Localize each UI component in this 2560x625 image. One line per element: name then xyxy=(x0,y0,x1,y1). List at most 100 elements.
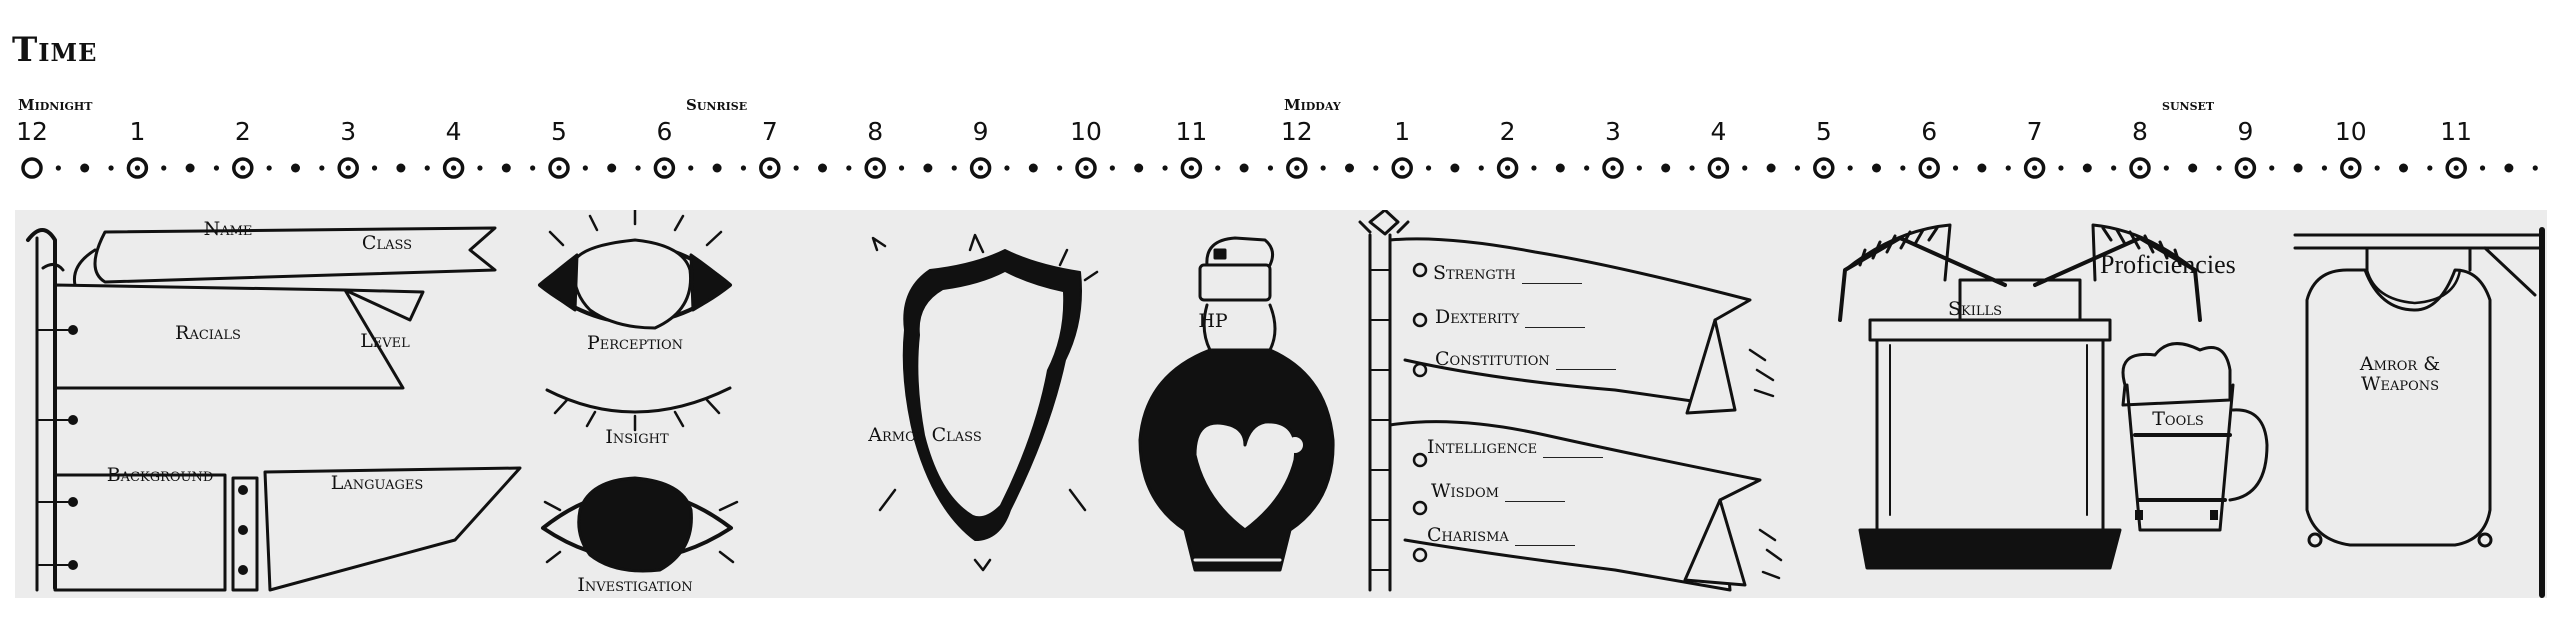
half-hour-dot xyxy=(1555,163,1565,173)
quarter-hour-dot xyxy=(1267,165,1274,171)
quarter-hour-dot xyxy=(1425,165,1432,171)
quarter-hour-dot xyxy=(1004,165,1010,171)
skills-label: Skills xyxy=(1947,298,2003,320)
half-hour-dot xyxy=(2082,163,2092,173)
hour-marker xyxy=(337,157,359,179)
quarter-hour-dot xyxy=(161,165,167,171)
charisma-label: Charisma xyxy=(1427,524,1575,546)
half-hour-dot xyxy=(1766,163,1776,173)
timeline-track xyxy=(21,157,2538,179)
half-hour-dot xyxy=(1977,163,1987,173)
hour-label: 4 xyxy=(1710,117,1727,146)
quarter-hour-dot xyxy=(134,165,140,171)
hour-label: 1 xyxy=(1394,117,1411,146)
hour-label: 1 xyxy=(129,117,146,146)
quarter-hour-dot xyxy=(582,165,588,171)
racials-label: Racials xyxy=(175,322,241,344)
hour-marker xyxy=(442,157,465,179)
quarter-hour-dot xyxy=(2137,165,2143,171)
hp-potion-icon xyxy=(1138,236,1335,572)
quarter-hour-dot xyxy=(1083,165,1089,171)
half-hour-dot xyxy=(1872,163,1881,173)
half-hour-dot xyxy=(1450,163,1460,173)
proficiencies-label: Proficiencies xyxy=(2100,250,2236,279)
hour-marker xyxy=(1918,157,1940,179)
quarter-hour-dot xyxy=(1531,165,1537,171)
half-hour-dot xyxy=(501,163,511,173)
quarter-hour-dot xyxy=(1794,165,1801,171)
quarter-hour-dot xyxy=(898,165,905,171)
hour-label: 9 xyxy=(2237,117,2254,146)
investigation-eye-icon xyxy=(541,476,739,573)
hour-label: 6 xyxy=(656,117,673,146)
identity-banners-icon xyxy=(26,226,522,592)
quarter-hour-dot xyxy=(1057,165,1063,171)
hour-label: 2 xyxy=(1499,117,1516,146)
period-sunrise: Sunrise xyxy=(686,96,748,114)
hour-marker xyxy=(232,157,254,179)
hour-label: 10 xyxy=(2334,117,2367,146)
hour-marker xyxy=(2023,157,2046,179)
quarter-hour-dot xyxy=(108,165,114,171)
hour-label: 2 xyxy=(234,117,251,146)
quarter-hour-dot xyxy=(2269,165,2275,171)
strength-label: Strength xyxy=(1433,262,1582,284)
perception-label: Perception xyxy=(586,332,684,354)
insight-eye-icon xyxy=(545,386,732,432)
hour-marker xyxy=(1496,157,1519,179)
quarter-hour-dot xyxy=(2005,165,2011,171)
quarter-hour-dot xyxy=(1689,165,1695,171)
quarter-hour-dot xyxy=(2111,165,2117,171)
quarter-hour-dot xyxy=(1215,165,1221,171)
half-hour-dot xyxy=(291,163,300,173)
quarter-hour-dot xyxy=(740,165,747,171)
hp-label: HP xyxy=(1198,310,1228,332)
hour-label: 3 xyxy=(1605,117,1621,146)
quarter-hour-dot xyxy=(1478,165,1484,171)
quarter-hour-dot xyxy=(1162,165,1168,171)
quarter-hour-dot xyxy=(1742,165,1748,171)
hour-marker xyxy=(1286,157,1308,179)
hour-marker xyxy=(2445,157,2467,179)
constitution-label: Constitution xyxy=(1435,348,1616,370)
half-hour-dot xyxy=(1028,163,1038,173)
hour-label: 7 xyxy=(761,117,778,146)
quarter-hour-dot xyxy=(2163,165,2169,171)
quarter-hour-dot xyxy=(2453,165,2459,171)
hour-label: 7 xyxy=(2026,117,2043,146)
half-hour-dot xyxy=(1345,163,1354,173)
hour-marker xyxy=(2129,157,2151,179)
quarter-hour-dot xyxy=(1399,165,1405,171)
hour-label: 8 xyxy=(2132,117,2148,146)
level-label: Level xyxy=(360,330,410,352)
hour-marker xyxy=(2340,157,2362,179)
hour-label: 10 xyxy=(1070,117,1102,146)
quarter-hour-dot xyxy=(2348,165,2354,171)
quarter-hour-dot xyxy=(477,165,483,171)
quarter-hour-dot xyxy=(1109,165,1115,171)
quarter-hour-dot xyxy=(556,165,562,171)
half-hour-dot xyxy=(607,163,617,173)
quarter-hour-dot xyxy=(978,165,984,171)
quarter-hour-dot xyxy=(1373,165,1379,171)
half-hour-dot xyxy=(1134,163,1144,173)
half-hour-dot xyxy=(2399,163,2408,173)
quarter-hour-dot xyxy=(2427,165,2433,171)
hour-label: 11 xyxy=(1175,117,1208,146)
hour-marker xyxy=(1075,157,1097,179)
tools-label: Tools xyxy=(2152,408,2204,430)
quarter-hour-dot xyxy=(2216,165,2222,171)
quarter-hour-dot xyxy=(1952,165,1959,171)
half-hour-dot xyxy=(818,163,827,173)
quarter-hour-dot xyxy=(1821,165,1827,171)
quarter-hour-dot xyxy=(951,165,957,171)
half-hour-dot xyxy=(396,163,406,173)
hour-marker xyxy=(1602,157,1624,179)
languages-label: Languages xyxy=(330,472,424,494)
time-title: Time xyxy=(12,30,98,70)
hour-marker xyxy=(759,157,781,179)
quarter-hour-dot xyxy=(424,165,430,171)
investigation-label: Investigation xyxy=(577,574,693,596)
hour-label: 12 xyxy=(1280,117,1313,146)
hour-marker xyxy=(1813,157,1835,179)
